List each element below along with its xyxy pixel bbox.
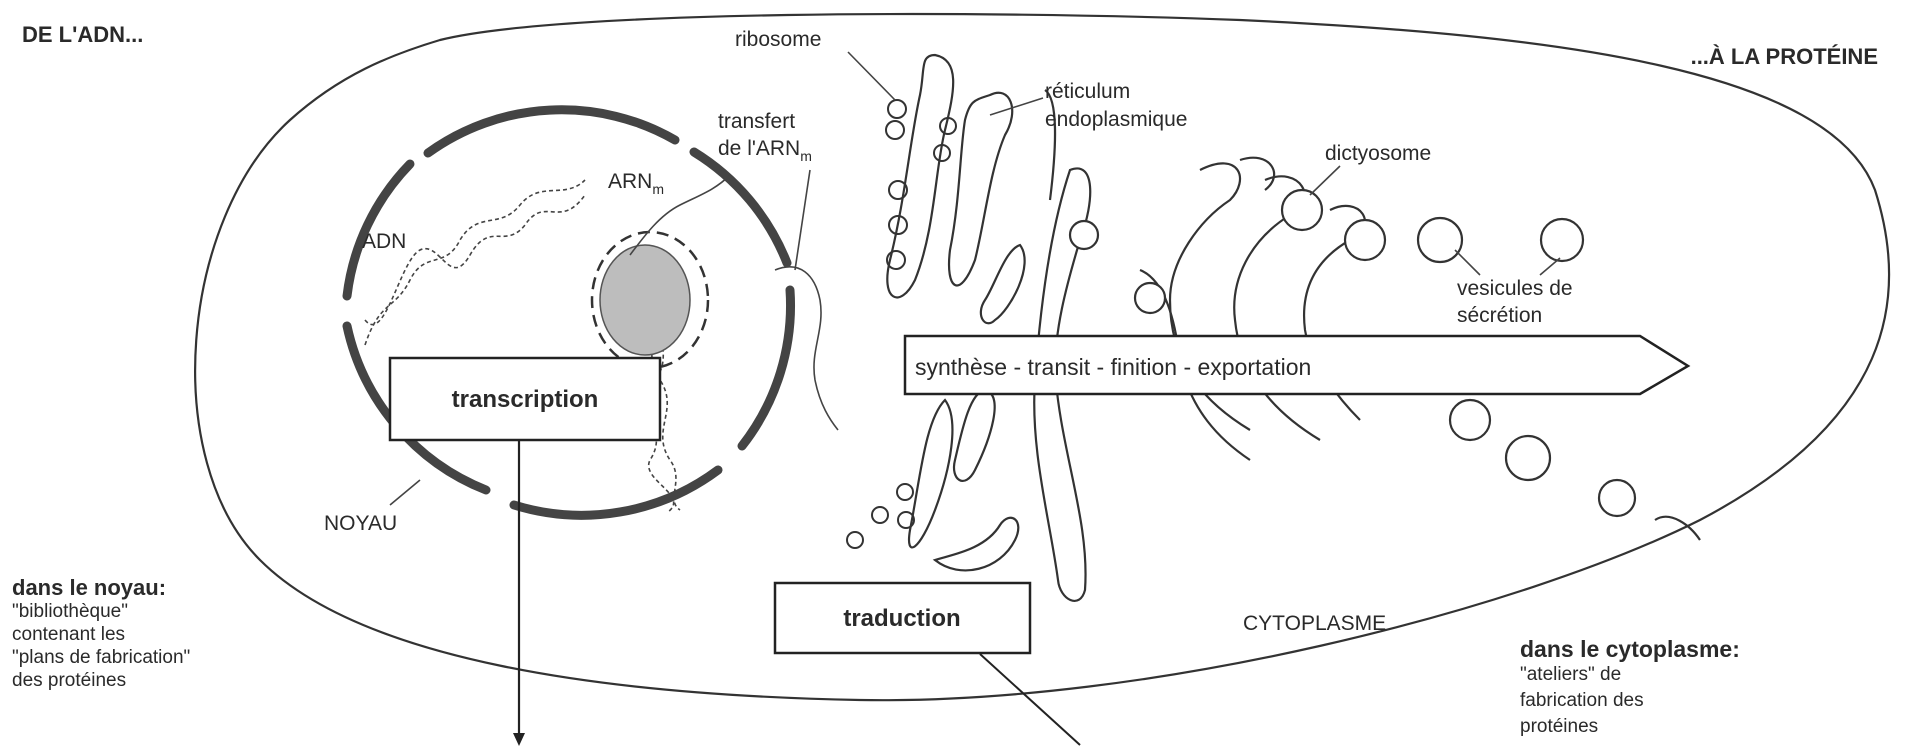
- label-cytoplasme: CYTOPLASME: [1243, 612, 1386, 635]
- label-reticulum-2: endoplasmique: [1045, 108, 1187, 131]
- label-transfert-2: de l'ARNm: [718, 137, 812, 164]
- traduction-label: traduction: [843, 605, 960, 632]
- note-cyto-title: dans le cytoplasme:: [1520, 636, 1740, 662]
- transcription-arrowhead: [513, 733, 525, 746]
- ribosomes: [847, 100, 956, 548]
- exocytosis: [1655, 517, 1700, 540]
- pointer-transfert: [795, 170, 810, 270]
- nucleus-envelope: [347, 110, 791, 515]
- note-noyau-line-3: "plans de fabrication": [12, 647, 190, 668]
- heading-right: ...À LA PROTÉINE: [1691, 44, 1878, 69]
- pointer-ribosome: [848, 52, 895, 100]
- note-cyto-line-1: "ateliers" de: [1520, 664, 1621, 685]
- process-arrow-label: synthèse - transit - finition - exportat…: [915, 354, 1311, 380]
- pointer-dictyosome: [1310, 166, 1340, 195]
- endoplasmic-reticulum: [887, 55, 1090, 601]
- label-noyau: NOYAU: [324, 512, 397, 535]
- label-reticulum: réticulum: [1045, 80, 1130, 103]
- pointer-reticulum: [990, 98, 1043, 115]
- traduction-pointer: [980, 654, 1080, 745]
- label-dictyosome: dictyosome: [1325, 142, 1431, 165]
- label-ribosome: ribosome: [735, 28, 821, 51]
- note-cyto-line-3: protéines: [1520, 716, 1598, 737]
- note-noyau-line-1: "bibliothèque": [12, 601, 128, 622]
- transcription-complex: [600, 245, 690, 355]
- label-adn: ADN: [362, 230, 406, 253]
- label-transfert: transfert: [718, 110, 795, 133]
- note-noyau-line-2: contenant les: [12, 624, 125, 645]
- heading-left: DE L'ADN...: [22, 22, 143, 47]
- transcription-label: transcription: [452, 386, 599, 413]
- label-vesicules: vesicules de: [1457, 277, 1573, 300]
- dictyosome: [1140, 158, 1365, 460]
- pointer-noyau: [390, 480, 420, 505]
- pointer-vesicules-b: [1540, 258, 1560, 275]
- label-arnm: ARNm: [608, 170, 664, 197]
- note-noyau-title: dans le noyau:: [12, 575, 166, 600]
- note-noyau-line-4: des protéines: [12, 670, 126, 691]
- process-arrow: synthèse - transit - finition - exportat…: [905, 336, 1688, 394]
- label-vesicules-2: sécrétion: [1457, 304, 1542, 327]
- pointer-vesicules-a: [1455, 250, 1480, 275]
- note-cyto-line-2: fabrication des: [1520, 690, 1644, 711]
